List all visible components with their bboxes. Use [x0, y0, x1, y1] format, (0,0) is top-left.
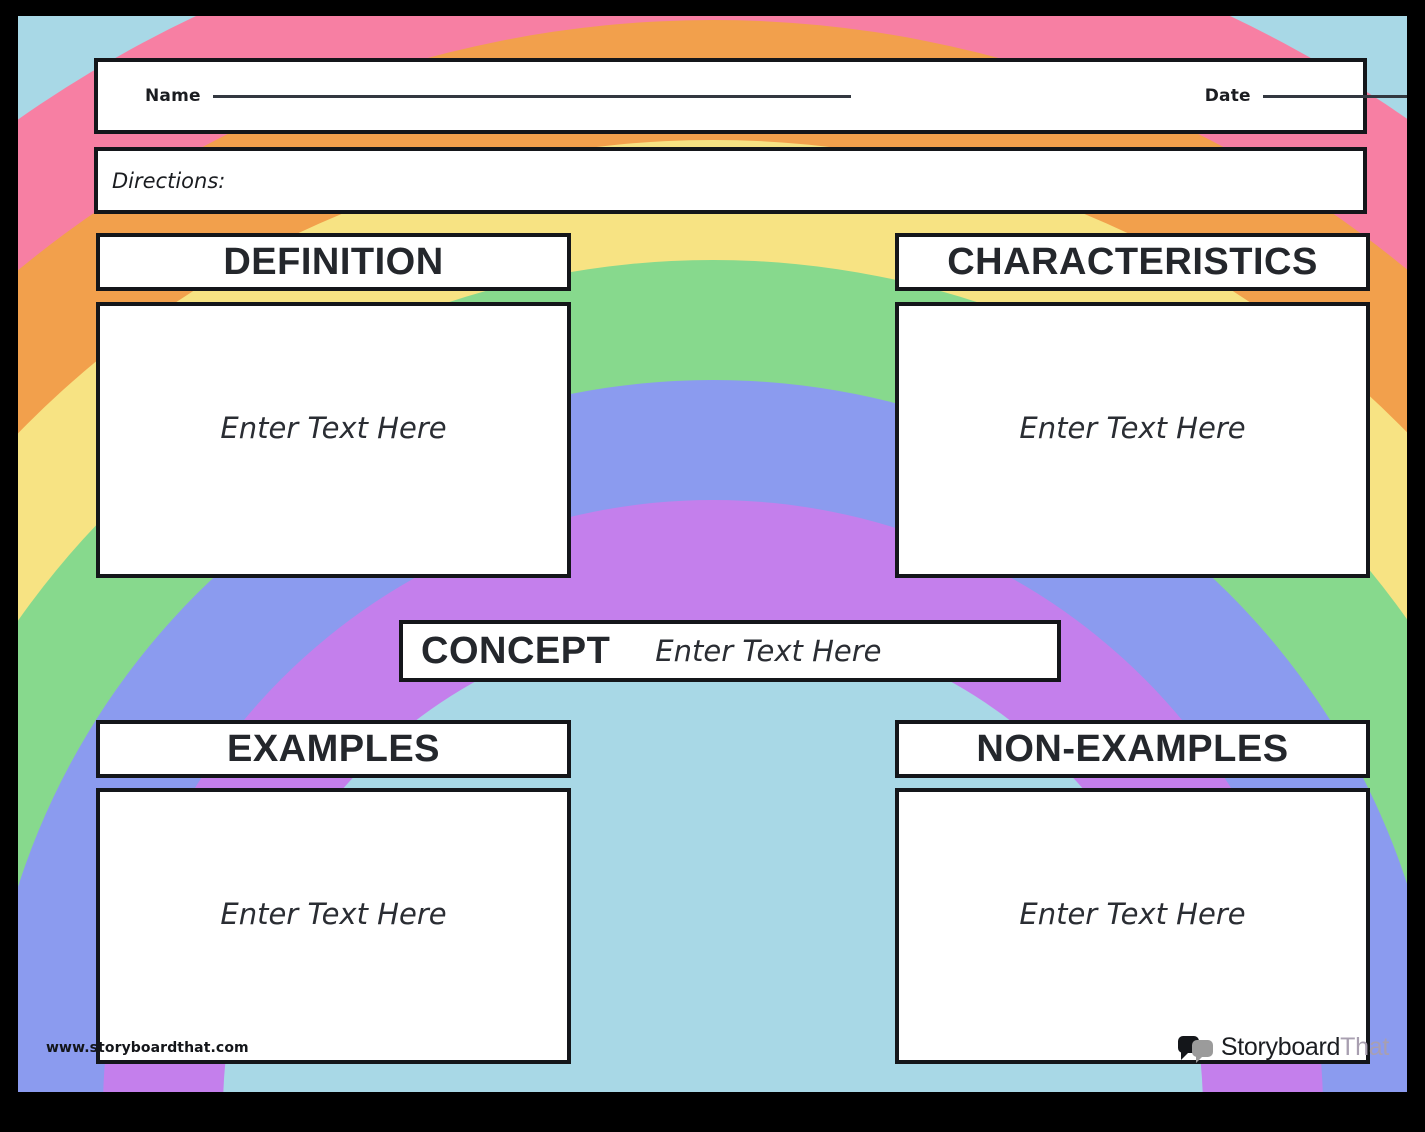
- examples-header: EXAMPLES: [96, 720, 571, 778]
- characteristics-header: CHARACTERISTICS: [895, 233, 1370, 291]
- date-field-group[interactable]: Date: [1205, 86, 1407, 106]
- concept-placeholder: Enter Text Here: [655, 634, 882, 668]
- brand-name-secondary: That: [1340, 1033, 1389, 1061]
- name-label: Name: [145, 86, 201, 106]
- concept-bar[interactable]: CONCEPT Enter Text Here: [399, 620, 1061, 682]
- non-examples-title: NON-EXAMPLES: [976, 727, 1289, 770]
- non-examples-header: NON-EXAMPLES: [895, 720, 1370, 778]
- definition-placeholder: Enter Text Here: [220, 411, 447, 445]
- definition-header: DEFINITION: [96, 233, 571, 291]
- directions-box[interactable]: Directions:: [94, 147, 1367, 214]
- name-input-rule[interactable]: [212, 95, 851, 98]
- speech-bubble-front-icon: [1191, 1039, 1213, 1063]
- characteristics-placeholder: Enter Text Here: [1019, 411, 1246, 445]
- non-examples-placeholder: Enter Text Here: [1019, 897, 1246, 931]
- examples-textbox[interactable]: Enter Text Here: [96, 788, 571, 1064]
- site-url-label: www.storyboardthat.com: [46, 1040, 249, 1056]
- name-date-bar: Name Date: [94, 58, 1407, 134]
- directions-label: Directions:: [112, 168, 226, 193]
- date-label: Date: [1204, 86, 1251, 106]
- date-input-rule[interactable]: [1262, 95, 1407, 98]
- rainbow-background: Name Date Directions: DEFINITION Enter T…: [18, 16, 1407, 1092]
- characteristics-title: CHARACTERISTICS: [947, 240, 1318, 283]
- definition-textbox[interactable]: Enter Text Here: [96, 302, 571, 578]
- examples-placeholder: Enter Text Here: [220, 897, 447, 931]
- characteristics-textbox[interactable]: Enter Text Here: [895, 302, 1370, 578]
- speech-bubbles-icon: [1177, 1035, 1214, 1063]
- name-field-group[interactable]: Name: [145, 86, 851, 106]
- definition-title: DEFINITION: [223, 240, 444, 283]
- brand-name-primary: Storyboard: [1220, 1033, 1341, 1061]
- non-examples-textbox[interactable]: Enter Text Here: [895, 788, 1370, 1064]
- storyboardthat-logo: Storyboard That: [1177, 1033, 1389, 1063]
- concept-label: CONCEPT: [421, 629, 611, 672]
- examples-title: EXAMPLES: [226, 727, 441, 770]
